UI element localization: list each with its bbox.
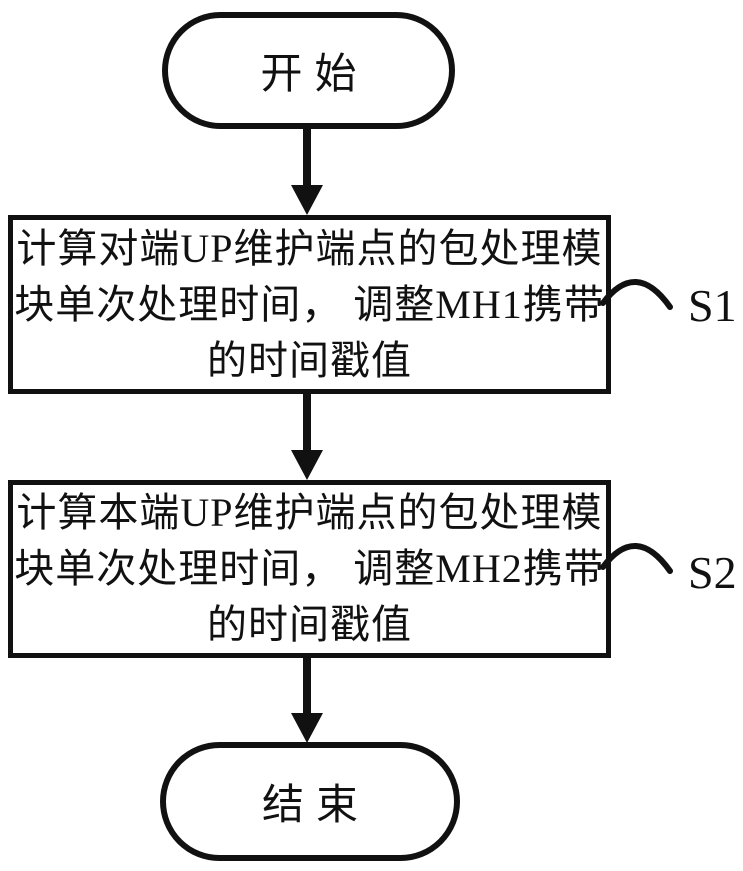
- arrow-shaft: [303, 391, 311, 453]
- arrow-shaft: [303, 655, 311, 716]
- process-node-step2: 计算本端UP维护端点的包处理模 块单次处理时间， 调整MH2携带 的时间戳值: [8, 480, 611, 658]
- arrow-head: [291, 450, 323, 480]
- arrow-down-icon: [291, 391, 323, 480]
- step1-text-line1: 计算对端UP维护端点的包处理模: [16, 225, 603, 271]
- arrow-head: [291, 185, 323, 215]
- step2-tag: S2: [688, 547, 737, 598]
- arrow-down-icon: [291, 655, 323, 743]
- step1-tag: S1: [688, 280, 737, 331]
- arrow-down-icon: [291, 128, 323, 215]
- step2-text-line1: 计算本端UP维护端点的包处理模: [16, 490, 603, 535]
- start-node-label: 开始: [260, 52, 369, 98]
- process-node-step1: 计算对端UP维护端点的包处理模 块单次处理时间， 调整MH1携带 的时间戳值: [8, 215, 611, 394]
- end-node-label: 结束: [261, 783, 370, 829]
- step1-text-line2: 块单次处理时间， 调整MH1携带: [14, 281, 605, 327]
- step1-connector-arc-icon: [600, 279, 673, 310]
- start-node: 开始: [162, 12, 455, 129]
- step2-connector-arc-icon: [600, 543, 673, 574]
- step2-text-line2: 块单次处理时间， 调整MH2携带: [14, 546, 605, 591]
- arrow-head: [291, 713, 323, 743]
- step1-text-line3: 的时间戳值: [207, 337, 412, 383]
- end-node: 结束: [160, 742, 460, 861]
- step2-text-line3: 的时间戳值: [207, 602, 412, 647]
- arrow-shaft: [303, 128, 311, 188]
